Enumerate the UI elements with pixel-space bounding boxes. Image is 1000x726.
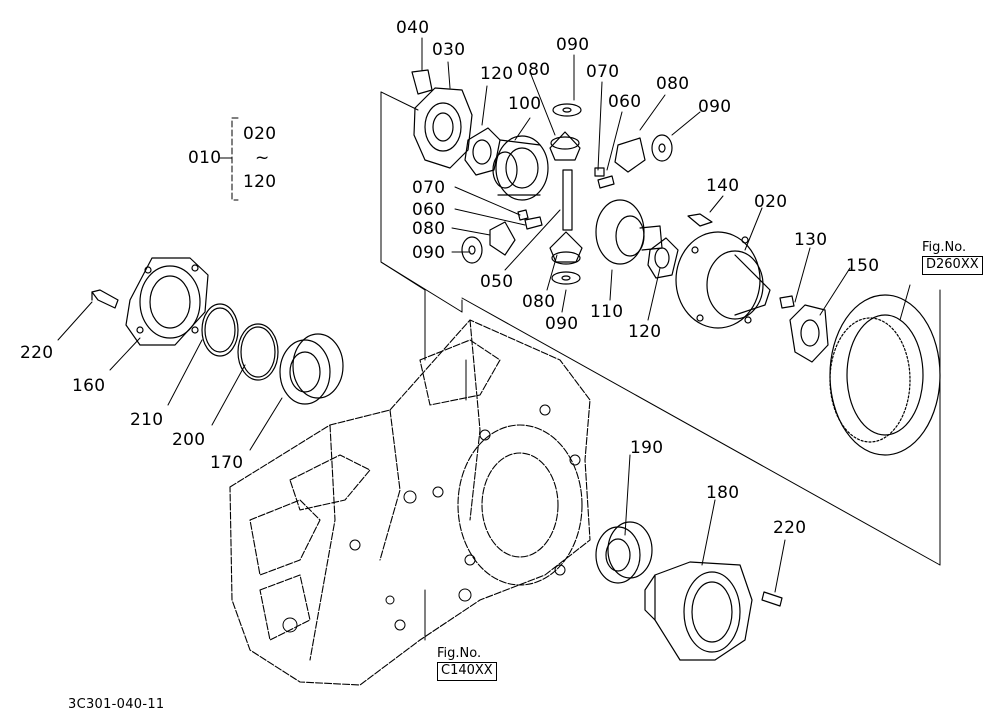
bearing-170 — [279, 333, 344, 405]
washer-090-top — [552, 103, 582, 117]
callout-150[interactable]: 150 — [846, 256, 880, 276]
callout-120[interactable]: 120 — [628, 322, 662, 342]
callout-220[interactable]: 220 — [20, 343, 54, 363]
callout-060[interactable]: 060 — [412, 200, 446, 220]
fig-ref-c140[interactable]: Fig.No. C140XX — [437, 646, 497, 681]
cover-160 — [125, 257, 209, 346]
side-gear-110 — [595, 199, 663, 265]
group-tilde: ~ — [255, 148, 270, 168]
callout-110[interactable]: 110 — [590, 302, 624, 322]
callout-090[interactable]: 090 — [556, 35, 590, 55]
group-bracket — [219, 117, 239, 201]
callout-090[interactable]: 090 — [698, 97, 732, 117]
alignment-lines — [380, 91, 941, 641]
callout-120[interactable]: 120 — [480, 64, 514, 84]
callout-020[interactable]: 020 — [754, 192, 788, 212]
pinion-gear-080-right — [614, 137, 646, 173]
callout-070[interactable]: 070 — [412, 178, 446, 198]
callout-080[interactable]: 080 — [522, 292, 556, 312]
washer-090-bottom — [551, 271, 581, 285]
fig-ref-caption: Fig.No. — [437, 646, 482, 661]
callout-050[interactable]: 050 — [480, 272, 514, 292]
callout-180[interactable]: 180 — [706, 483, 740, 503]
bolt-040 — [411, 69, 433, 95]
callout-090[interactable]: 090 — [412, 243, 446, 263]
bevel-gear-100 — [492, 135, 549, 201]
bolt-220-right — [761, 591, 783, 607]
housing-180 — [644, 561, 753, 661]
callout-060[interactable]: 060 — [608, 92, 642, 112]
drawing-code: 3C301-040-11 — [68, 697, 165, 712]
callout-130[interactable]: 130 — [794, 230, 828, 250]
thrust-washer-120-top — [464, 127, 501, 176]
group-from-label: 020 — [243, 124, 277, 144]
thrust-washer-120-bottom — [647, 237, 679, 279]
callout-030[interactable]: 030 — [432, 40, 466, 60]
fig-ref-code: D260XX — [922, 256, 983, 275]
ring-gear — [829, 294, 941, 456]
leader-lines — [57, 37, 911, 593]
callout-100[interactable]: 100 — [508, 94, 542, 114]
callout-210[interactable]: 210 — [130, 410, 164, 430]
callout-220[interactable]: 220 — [773, 518, 807, 538]
bearing-190 — [595, 521, 653, 584]
pinion-shaft-050 — [562, 169, 573, 231]
callout-070[interactable]: 070 — [586, 62, 620, 82]
callout-140[interactable]: 140 — [706, 176, 740, 196]
o-ring-200 — [237, 323, 279, 381]
pin-060-right — [597, 175, 615, 189]
callout-170[interactable]: 170 — [210, 453, 244, 473]
bolt-140 — [687, 213, 713, 227]
washer-090-right — [651, 134, 673, 162]
pin-060-left — [524, 216, 543, 230]
transmission-case — [229, 319, 591, 686]
callout-160[interactable]: 160 — [72, 376, 106, 396]
fig-ref-caption: Fig.No. — [922, 240, 967, 255]
pinion-gear-080-top — [549, 131, 581, 161]
pin-130 — [779, 295, 795, 309]
cover-030 — [413, 87, 473, 169]
case-bolt-holes — [282, 404, 581, 633]
diff-case-020 — [675, 231, 771, 329]
callout-080[interactable]: 080 — [412, 219, 446, 239]
group-parent-label: 010 — [188, 148, 222, 168]
callout-080[interactable]: 080 — [517, 60, 551, 80]
pin-070-right — [594, 167, 605, 177]
fig-ref-code: C140XX — [437, 662, 497, 681]
lock-nut-150 — [789, 304, 829, 363]
callout-040[interactable]: 040 — [396, 18, 430, 38]
washer-090-left — [461, 236, 483, 264]
bolt-220-left — [91, 289, 119, 309]
snap-ring-210 — [201, 303, 239, 357]
fig-ref-d260[interactable]: Fig.No. D260XX — [922, 240, 983, 275]
callout-200[interactable]: 200 — [172, 430, 206, 450]
callout-090[interactable]: 090 — [545, 314, 579, 334]
pinion-gear-080-left — [489, 221, 516, 256]
pinion-gear-080-bottom — [549, 231, 583, 265]
callout-080[interactable]: 080 — [656, 74, 690, 94]
callout-190[interactable]: 190 — [630, 438, 664, 458]
pin-070-left — [517, 209, 529, 221]
group-to-label: 120 — [243, 172, 277, 192]
